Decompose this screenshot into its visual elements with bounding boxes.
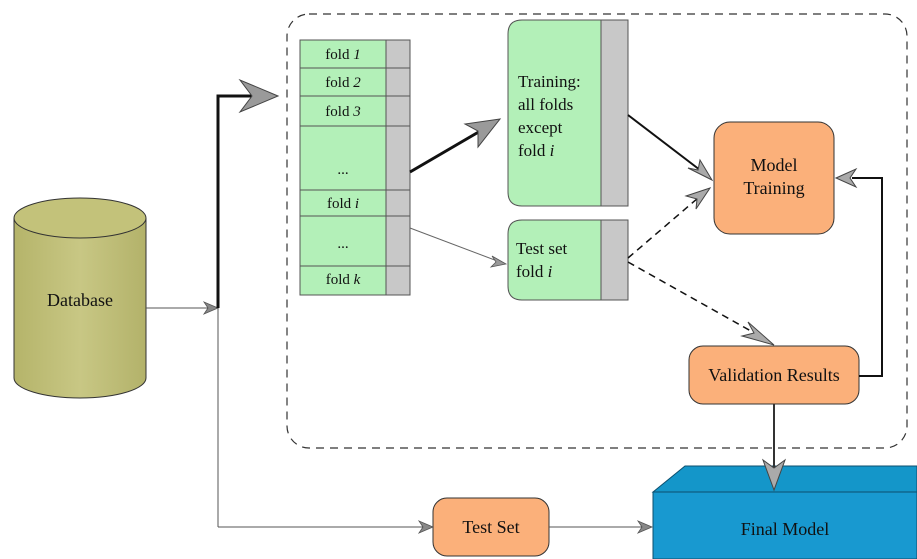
model-training-line-1: Model	[751, 155, 798, 175]
final-model-box: Final Model	[651, 465, 917, 559]
connector-validation-feedback	[834, 167, 883, 377]
database-label: Database	[47, 290, 113, 310]
final-model-label: Final Model	[741, 519, 830, 539]
fold-row-k: fold k	[326, 272, 361, 288]
fold-row-1: fold 1	[325, 47, 360, 63]
fold-row-2: fold 2	[325, 75, 361, 91]
fold-row-ellipsis-2: ...	[337, 236, 348, 252]
connector-fold-i-to-test	[409, 227, 508, 268]
training-line-3: except	[518, 118, 563, 137]
training-box: Training: all folds except fold i	[507, 19, 629, 207]
training-line-2: all folds	[518, 95, 573, 114]
test-set-label: Test Set	[462, 517, 519, 537]
training-line-1: Training:	[518, 72, 581, 91]
connector-test-set-to-final	[549, 520, 654, 534]
model-training-box: Model Training	[713, 121, 835, 235]
connector-database	[146, 301, 220, 315]
cross-validation-boundary	[286, 13, 908, 449]
model-training-line-2: Training	[743, 178, 804, 198]
fold-row-3: fold 3	[325, 104, 360, 120]
connector-folds-to-training	[409, 118, 502, 174]
connector-to-test-set	[217, 308, 435, 534]
database-cylinder: Database	[13, 197, 147, 399]
connector-to-folds	[216, 78, 280, 308]
test-fold-line-1: Test set	[516, 239, 567, 258]
training-line-4: fold i	[518, 141, 555, 160]
fold-table: fold 1 fold 2 fold 3 ... fold i ... fold…	[299, 39, 411, 296]
test-set-box: Test Set	[432, 497, 550, 557]
test-fold-box: Test set fold i	[507, 219, 629, 301]
fold-row-ellipsis-1: ...	[337, 162, 348, 178]
connector-training-to-model	[627, 114, 714, 182]
fold-row-i: fold i	[327, 196, 359, 212]
connector-validation-to-final	[761, 404, 787, 492]
test-fold-line-2: fold i	[516, 262, 553, 281]
validation-results-box: Validation Results	[688, 345, 860, 405]
connector-test-to-model	[627, 187, 712, 259]
validation-results-label: Validation Results	[708, 365, 840, 385]
connector-test-to-validation	[627, 261, 775, 346]
